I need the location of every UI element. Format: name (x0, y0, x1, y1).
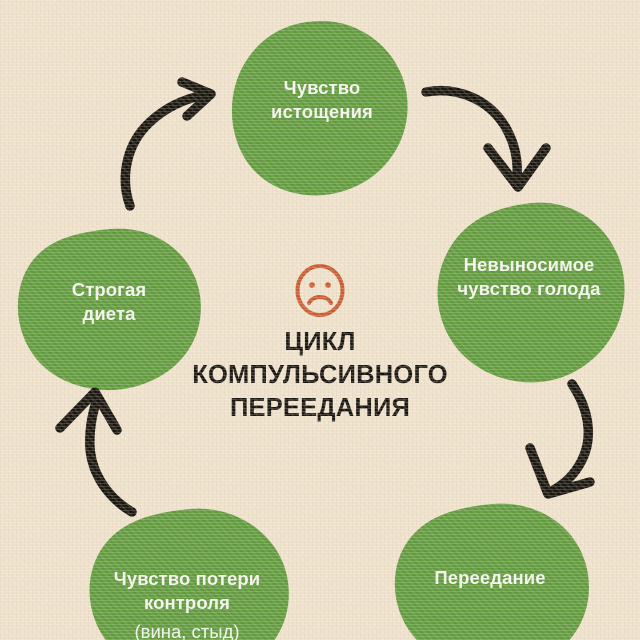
bubble-loss-of-control-subtext: (вина, стыд) (134, 621, 240, 640)
arrow-bottom-left-to-left (55, 387, 137, 517)
sad-face-icon (295, 264, 345, 317)
arrow-top-to-right (421, 86, 551, 192)
arrow-right-to-bottom-right (525, 379, 595, 499)
page-title: ЦИКЛ КОМПУЛЬСИВНОГО ПЕРЕЕДАНИЯ (192, 328, 448, 422)
bubble-overeating-label: Переедание (434, 567, 546, 588)
arrow-left-to-top (120, 77, 216, 211)
bubble-unbearable-hunger-label: Невыносимое чувство голода (457, 254, 601, 300)
bubble-loss-of-control-label: Чувство потери контроля (113, 568, 261, 614)
bubble-strict-diet-label: Строгая диета (71, 279, 147, 325)
bubble-exhaustion-label: Чувство истощения (271, 77, 373, 123)
